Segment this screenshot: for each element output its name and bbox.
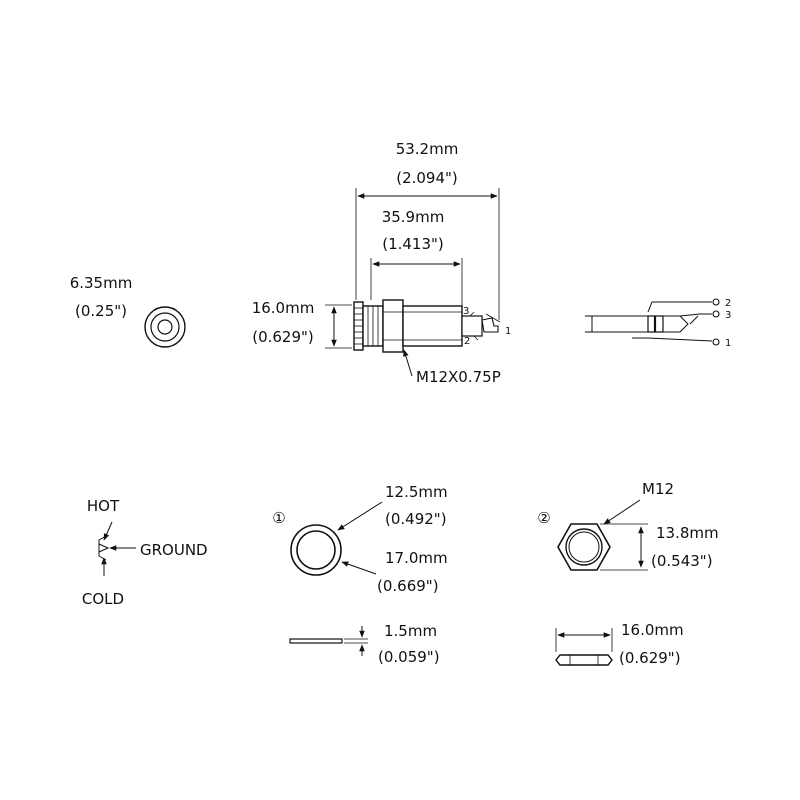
nut-thread-leader <box>603 499 641 525</box>
diameter-mm: 16.0mm <box>252 299 315 317</box>
thread-leader <box>403 349 413 377</box>
wiring-legend: HOT GROUND COLD <box>82 497 208 608</box>
hole-diameter-mm: 6.35mm <box>70 274 133 292</box>
nut-width-in: (0.629") <box>619 649 681 667</box>
washer-detail: ① 12.5mm (0.492") 17.0mm (0.669") 1.5mm … <box>272 483 447 666</box>
nut-flats-mm: 13.8mm <box>656 524 719 542</box>
plug-hole <box>157 319 173 335</box>
jack-barrel <box>402 305 463 347</box>
jack-end-view: 6.35mm (0.25") <box>70 274 186 348</box>
nut-width-mm: 16.0mm <box>621 621 684 639</box>
nut-flats-in: (0.543") <box>651 552 713 570</box>
hot-label: HOT <box>87 497 120 515</box>
thread-label: M12X0.75P <box>416 368 501 386</box>
schematic-pin-2: 2 <box>725 298 731 309</box>
washer-thickness-mm: 1.5mm <box>384 622 437 640</box>
washer-outer-in: (0.669") <box>377 577 439 595</box>
washer-outer-mm: 17.0mm <box>385 549 448 567</box>
schematic-pin-3: 3 <box>725 310 731 321</box>
schematic-pin-1: 1 <box>725 338 731 349</box>
schematic-terminal-2 <box>712 298 720 306</box>
washer-inner-mm: 12.5mm <box>385 483 448 501</box>
nut-detail: ② M12 13.8mm (0.543") 16.0mm (0.629") <box>537 480 718 667</box>
overall-length-in: (2.094") <box>396 169 458 187</box>
hex-nut-side <box>382 299 404 353</box>
washer-thickness-in: (0.059") <box>378 648 440 666</box>
body-length-mm: 35.9mm <box>382 208 445 226</box>
jack-side-view: 53.2mm (2.094") 35.9mm (1.413") 16.0mm (… <box>252 140 512 386</box>
washer-outer-leader <box>341 561 377 575</box>
schematic-terminal-1 <box>712 338 720 346</box>
nut-side <box>555 654 613 666</box>
overall-length-mm: 53.2mm <box>396 140 459 158</box>
washer-side <box>289 638 343 644</box>
washer-inner <box>296 530 336 570</box>
schematic-terminal-3 <box>712 310 720 318</box>
terminal-block <box>461 315 483 337</box>
pin-1-label: 1 <box>505 326 511 337</box>
washer-inner-leader <box>337 501 383 531</box>
jack-schematic: 2 3 1 <box>585 298 731 349</box>
hole-diameter-in: (0.25") <box>75 302 127 320</box>
washer-marker: ① <box>272 509 285 527</box>
legend-plug-symbol <box>98 535 107 561</box>
pin-3-label: 3 <box>463 306 469 317</box>
body-length-in: (1.413") <box>382 235 444 253</box>
cold-label: COLD <box>82 590 124 608</box>
diameter-in: (0.629") <box>252 328 314 346</box>
nut-marker: ② <box>537 509 550 527</box>
pin-2-label: 2 <box>464 336 470 347</box>
nut-thread-label: M12 <box>642 480 674 498</box>
washer-inner-in: (0.492") <box>385 510 447 528</box>
ground-label: GROUND <box>140 541 208 559</box>
